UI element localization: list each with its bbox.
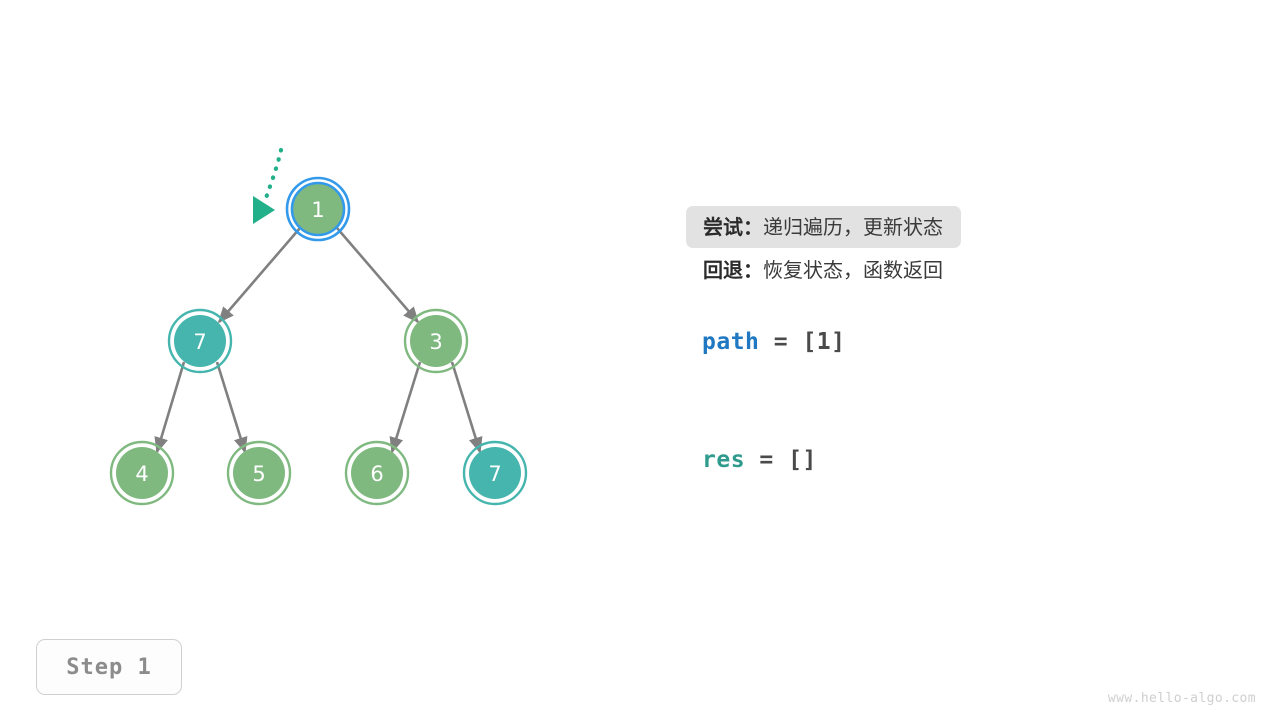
try-legend-row: 尝试：递归遍历，更新状态: [686, 206, 961, 248]
pointer-arrowhead-icon: [253, 196, 275, 224]
res-operator: =: [745, 447, 789, 473]
try-label: 尝试：: [703, 215, 763, 239]
watermark: www.hello-algo.com: [1107, 691, 1256, 706]
path-operator: =: [759, 329, 803, 355]
legend-panel: 尝试：递归遍历，更新状态 回退：恢复状态，函数返回: [686, 206, 1246, 280]
node-ring: [403, 308, 469, 374]
traversal-pointer: [253, 147, 284, 224]
node-ring: [167, 308, 233, 374]
node-value: 1: [311, 198, 324, 222]
node-value: 6: [370, 462, 383, 486]
node-circle: [351, 447, 403, 499]
node-value: 4: [135, 462, 148, 486]
tree-nodes: 1 7 3 4 5: [109, 176, 528, 506]
node-circle: [116, 447, 168, 499]
binary-tree-svg: 1 7 3 4 5: [109, 147, 528, 506]
node-circle: [174, 315, 226, 367]
node-circle: [469, 447, 521, 499]
step-badge: Step 1: [36, 639, 182, 695]
tree-node-3[interactable]: 3: [403, 308, 469, 374]
node-ring: [462, 440, 528, 506]
res-value: []: [788, 447, 817, 473]
edge-3-to-6: [389, 361, 422, 454]
pointer-dotted-path: [263, 147, 284, 201]
edge-7-to-5: [215, 361, 248, 454]
path-variable: path: [702, 329, 760, 355]
node-ring: [226, 440, 292, 506]
tree-node-5[interactable]: 5: [226, 440, 292, 506]
edge-7-to-4: [154, 361, 186, 454]
edge-3-to-7b: [450, 361, 483, 454]
node-ring: [344, 440, 410, 506]
retreat-label: 回退：: [703, 258, 763, 282]
tree-node-7-right[interactable]: 7: [462, 440, 528, 506]
res-variable: res: [702, 447, 746, 473]
edge-1-to-3: [336, 227, 420, 324]
try-text: 递归遍历，更新状态: [763, 215, 943, 239]
tree-edges: [154, 227, 483, 454]
node-circle: [233, 447, 285, 499]
res-state-row: res = []: [702, 447, 817, 473]
path-value: [1]: [802, 329, 846, 355]
node-value: 7: [488, 462, 501, 486]
tree-node-1[interactable]: 1: [285, 176, 351, 242]
tree-diagram-panel: 1 7 3 4 5: [109, 147, 528, 506]
node-circle: [290, 181, 346, 237]
tree-node-7-left[interactable]: 7: [167, 308, 233, 374]
node-value: 3: [429, 330, 442, 354]
node-ring: [285, 176, 351, 242]
edge-1-to-7: [217, 227, 301, 324]
retreat-legend-row: 回退：恢复状态，函数返回: [686, 248, 1246, 280]
tree-node-4[interactable]: 4: [109, 440, 175, 506]
retreat-text: 恢复状态，函数返回: [763, 258, 943, 282]
tree-node-6[interactable]: 6: [344, 440, 410, 506]
path-state-row: path = [1]: [702, 329, 845, 355]
node-ring: [109, 440, 175, 506]
node-circle: [410, 315, 462, 367]
step-label: Step 1: [66, 654, 152, 680]
node-value: 5: [252, 462, 265, 486]
node-value: 7: [193, 330, 206, 354]
